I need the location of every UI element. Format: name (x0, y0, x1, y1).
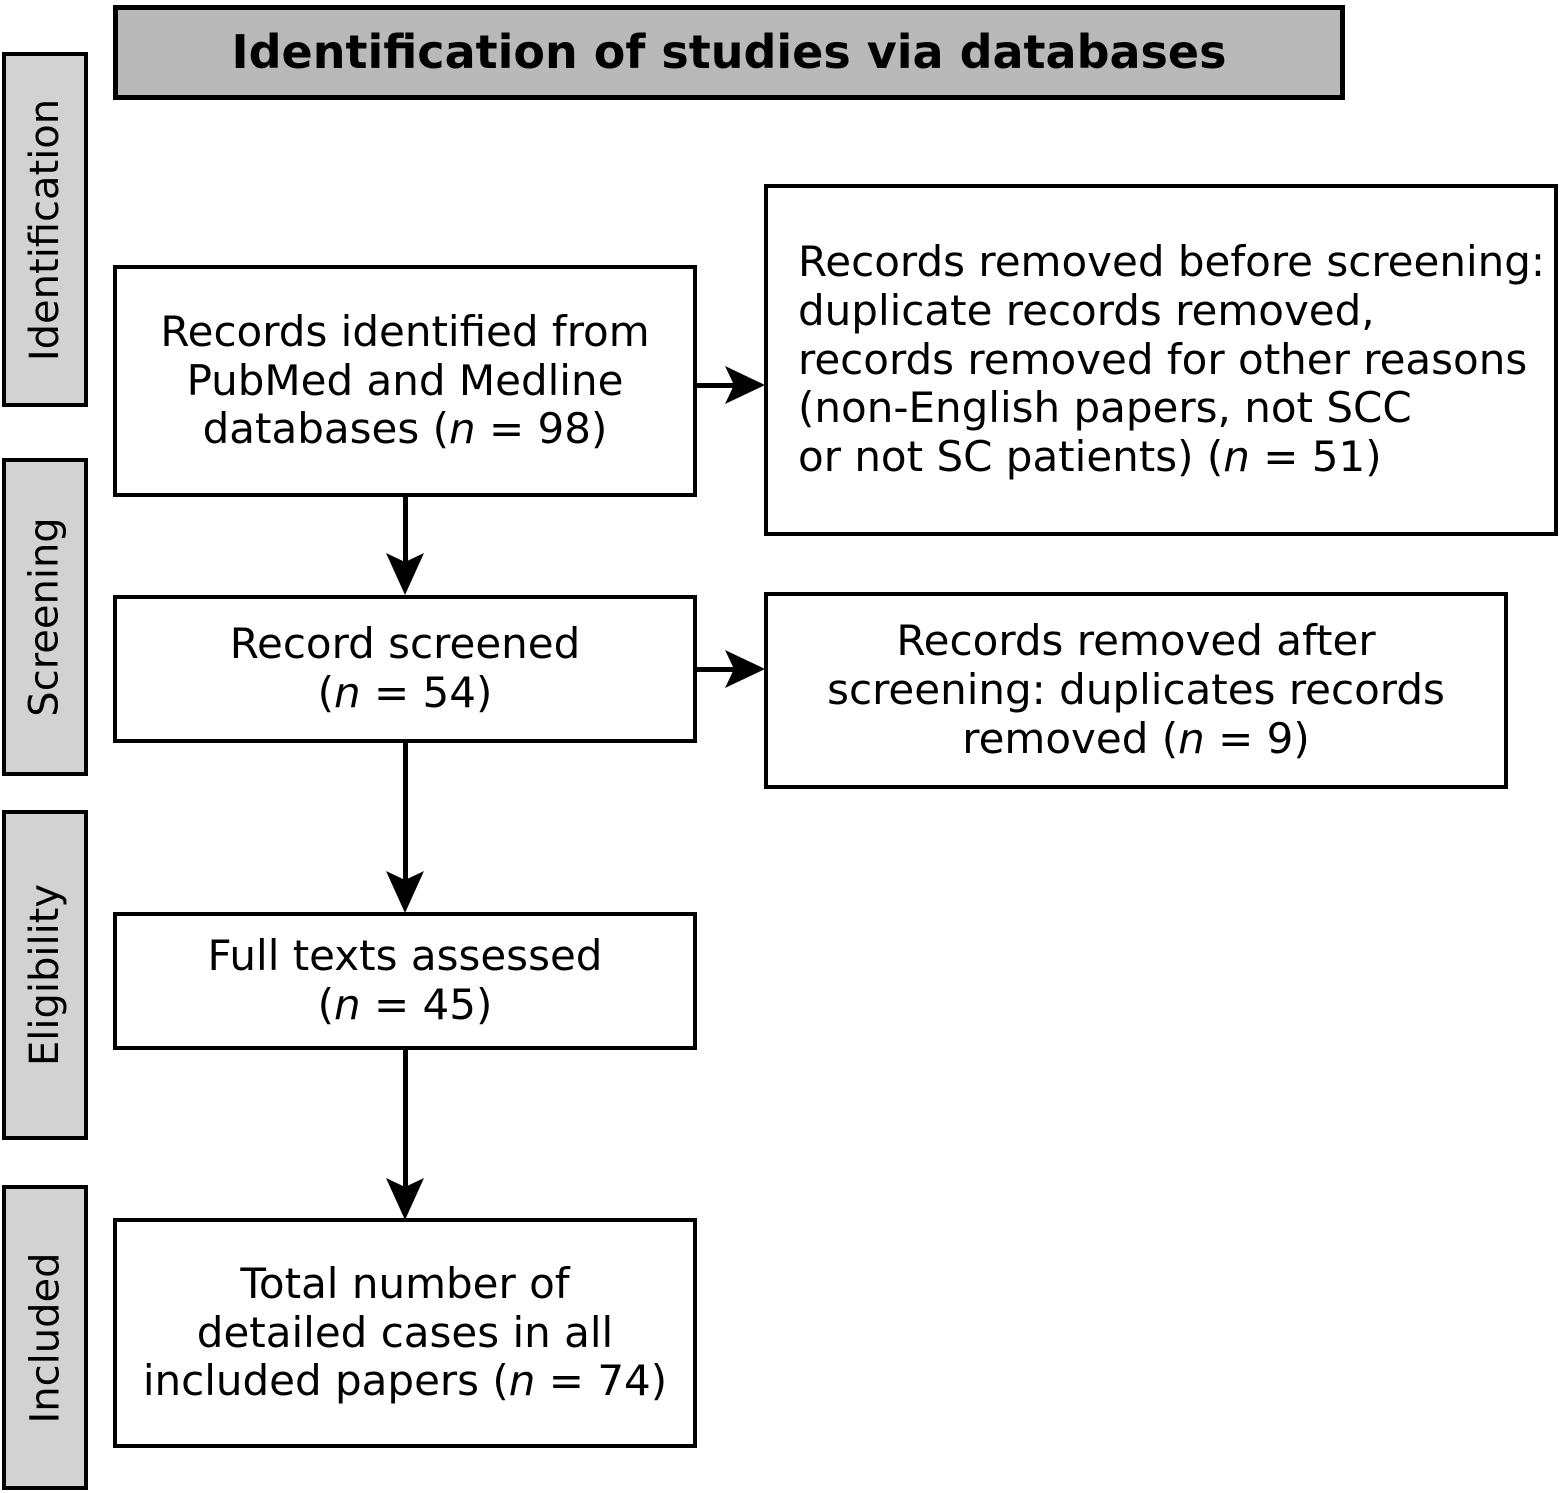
box-record-screened-n-value: = 54) (360, 668, 493, 717)
box-removed-before-screening-n-symbol: n (1223, 432, 1250, 482)
box-removed-after-screening-line-3: removed (n = 9) (962, 713, 1310, 764)
box-total-included-line-3-prefix: included papers ( (142, 1356, 509, 1406)
box-full-texts-assessed-line-2-prefix: ( (317, 980, 335, 1029)
stage-label-identification: Identification (2, 52, 88, 407)
box-records-identified-line-2: PubMed and Medline (186, 355, 624, 405)
box-record-screened-n-symbol: n (334, 668, 361, 717)
box-records-identified-n-symbol: n (448, 404, 476, 454)
box-full-texts-assessed-line-2: (n = 45) (317, 980, 493, 1030)
box-full-texts-assessed: Full texts assessed (n = 45) (113, 912, 697, 1050)
box-full-texts-assessed-line-1: Full texts assessed (207, 931, 603, 981)
box-total-included-line-3: included papers (n = 74) (142, 1356, 668, 1406)
arrow-head-down-3 (386, 1178, 424, 1220)
box-record-screened-line-2-prefix: ( (317, 668, 335, 717)
box-removed-before-screening-line-3: records removed for other reasons (798, 334, 1528, 384)
arrow-full-texts-to-total-included (380, 1050, 430, 1220)
box-record-screened: Record screened (n = 54) (113, 595, 697, 743)
box-removed-after-screening-line-2: screening: duplicates records (827, 665, 1445, 715)
box-removed-after-screening: Records removed after screening: duplica… (764, 592, 1508, 789)
box-total-included-n-symbol: n (508, 1356, 536, 1406)
box-removed-before-screening: Records removed before screening: duplic… (764, 184, 1558, 536)
box-removed-before-screening-line-1: Records removed before screening: (798, 237, 1546, 287)
arrow-screened-to-full-texts (380, 743, 430, 913)
box-total-included-n-value: = 74) (535, 1356, 668, 1406)
diagram-title-text: Identification of studies via databases (231, 25, 1227, 80)
box-removed-after-screening-n-symbol: n (1178, 713, 1205, 763)
box-full-texts-assessed-n-symbol: n (334, 980, 361, 1029)
arrow-screened-to-removed-after (697, 644, 765, 694)
stage-label-eligibility-text: Eligibility (22, 883, 68, 1067)
box-full-texts-assessed-n-value: = 45) (360, 980, 493, 1029)
arrow-head-down-1 (386, 553, 424, 595)
stage-label-identification-text: Identification (22, 98, 69, 361)
box-removed-before-screening-line-5-prefix: or not SC patients) ( (798, 432, 1224, 482)
box-records-identified-line-1: Records identified from (160, 306, 650, 356)
stage-label-included: Included (2, 1185, 88, 1490)
box-removed-after-screening-n-value: = 9) (1204, 713, 1310, 763)
arrow-identified-to-screened (380, 497, 430, 595)
box-record-screened-line-2: (n = 54) (317, 668, 493, 718)
arrow-head-down-2 (386, 871, 424, 913)
box-total-included: Total number of detailed cases in all in… (113, 1218, 697, 1448)
box-total-included-line-1: Total number of (240, 1258, 570, 1308)
arrow-identified-to-removed-before (697, 360, 765, 410)
box-records-identified-line-3: databases (n = 98) (202, 404, 608, 454)
box-removed-before-screening-line-5: or not SC patients) (n = 51) (792, 432, 1382, 482)
box-records-identified-n-value: = 98) (475, 404, 608, 454)
box-removed-before-screening-line-4: (non-English papers, not SCC (798, 383, 1412, 433)
stage-label-eligibility: Eligibility (2, 810, 88, 1140)
arrow-head-right-2 (725, 650, 765, 688)
diagram-title-banner: Identification of studies via databases (113, 5, 1345, 100)
box-removed-after-screening-line-3-prefix: removed ( (962, 713, 1179, 763)
stage-label-screening: Screening (2, 458, 88, 776)
box-removed-after-screening-line-1: Records removed after (896, 616, 1376, 666)
box-total-included-line-2: detailed cases in all (196, 1307, 614, 1357)
box-removed-before-screening-n-value: = 51) (1249, 432, 1382, 482)
box-removed-before-screening-line-2: duplicate records removed, (798, 285, 1375, 335)
box-records-identified-line-3-prefix: databases ( (202, 404, 449, 454)
stage-label-included-text: Included (22, 1252, 68, 1423)
arrow-head-right-1 (725, 366, 765, 404)
box-record-screened-line-1: Record screened (229, 619, 581, 669)
box-records-identified: Records identified from PubMed and Medli… (113, 265, 697, 497)
stage-label-screening-text: Screening (22, 517, 68, 717)
